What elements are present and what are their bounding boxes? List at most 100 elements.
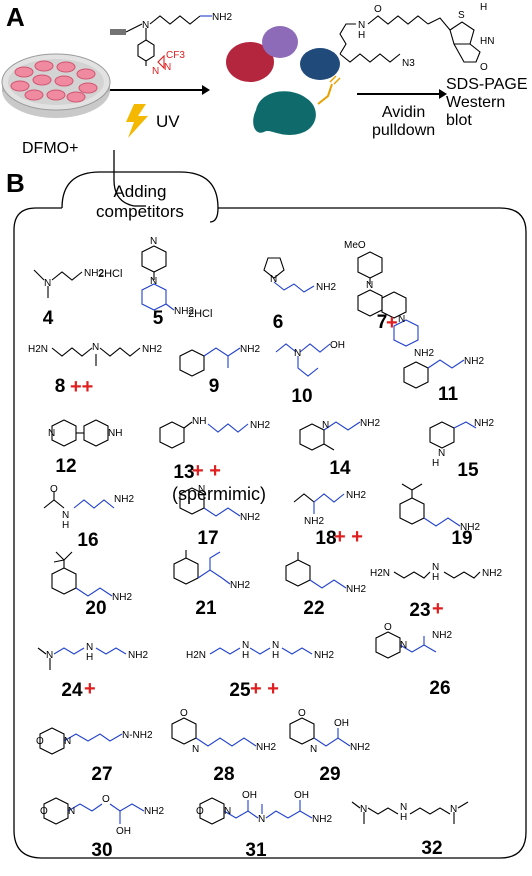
svg-text:N: N	[400, 640, 407, 651]
compound-16-number: 16	[77, 530, 99, 551]
svg-text:NH2: NH2	[460, 522, 480, 533]
svg-text:N: N	[150, 236, 157, 247]
svg-text:N: N	[62, 510, 69, 521]
compound-15-number: 15	[457, 460, 479, 481]
compound-13-number: 13	[173, 462, 195, 483]
svg-text:O: O	[40, 806, 48, 817]
molecule-28: O N NH2	[171, 708, 276, 755]
compound-4-number: 4	[42, 308, 54, 329]
svg-text:NH2: NH2	[128, 650, 148, 661]
svg-text:NH2: NH2	[250, 420, 270, 431]
molecule-21: NH2	[173, 550, 250, 591]
svg-text:MeO: MeO	[344, 240, 366, 251]
svg-text:NH2: NH2	[346, 490, 366, 501]
petri-dish-illustration	[1, 53, 111, 118]
svg-text:O: O	[384, 622, 392, 633]
svg-text:NH2: NH2	[174, 306, 194, 317]
svg-text:N: N	[64, 736, 71, 747]
svg-text:NH2: NH2	[314, 650, 334, 661]
svg-text:NH2: NH2	[112, 592, 132, 603]
svg-text:N: N	[398, 314, 405, 325]
svg-text:N: N	[192, 744, 199, 755]
molecule-18: NH2 NH2	[293, 490, 366, 527]
molecule-5: N N NH2	[141, 236, 194, 317]
svg-text:H2N: H2N	[28, 344, 48, 355]
svg-text:NH2: NH2	[304, 516, 324, 527]
dfmo-label: DFMO+	[22, 140, 79, 157]
svg-text:NH2: NH2	[474, 418, 494, 429]
svg-text:N: N	[48, 428, 55, 439]
svg-text:NH2: NH2	[350, 742, 370, 753]
svg-text:N: N	[294, 348, 301, 359]
svg-text:H: H	[86, 652, 93, 663]
photoaffinity-probe-structure: N NH2 CF3 N N	[110, 12, 232, 77]
molecule-16: O N H NH2	[43, 484, 134, 531]
svg-text:NH2: NH2	[360, 418, 380, 429]
probe-diazirine-n1: N	[164, 62, 171, 73]
svg-text:OH: OH	[334, 718, 349, 729]
svg-text:N: N	[86, 642, 93, 653]
molecule-31: O N OH N OH NH2	[196, 790, 332, 825]
compound-18-number: 18	[315, 528, 337, 549]
molecule-30: O N O OH NH2	[40, 794, 164, 837]
compound-24-number: 24	[61, 680, 83, 701]
svg-text:N: N	[46, 650, 53, 661]
svg-text:NH2: NH2	[142, 344, 162, 355]
arrow-to-proteins	[110, 85, 210, 95]
molecule-29: O N OH NH2	[289, 708, 370, 755]
compound-7-marks: +	[386, 312, 398, 334]
molecule-10: N OH	[275, 340, 345, 377]
compound-17-number: 17	[197, 528, 219, 549]
molecule-19: NH2	[399, 483, 480, 533]
avidin-label: Avidin	[381, 104, 426, 121]
svg-text:H2N: H2N	[186, 650, 206, 661]
svg-text:O: O	[50, 484, 58, 495]
compound-20-number: 20	[85, 598, 107, 619]
svg-text:NH2: NH2	[482, 568, 502, 579]
svg-text:H2N: H2N	[370, 568, 390, 579]
svg-text:H: H	[62, 520, 69, 531]
molecule-23: H2N N H NH2	[370, 562, 502, 583]
biotin-hn: HN	[480, 36, 494, 47]
molecule-24: N N H NH2	[37, 642, 148, 670]
compound-13-marks: + +	[192, 460, 221, 482]
compound-6-number: 6	[272, 312, 284, 333]
compound-28-number: 28	[213, 764, 235, 785]
svg-text:NH2: NH2	[114, 494, 134, 505]
compound-5-number: 5	[152, 308, 164, 329]
svg-text:N: N	[322, 420, 329, 431]
compound-25-marks: + +	[250, 678, 279, 700]
svg-text:N: N	[242, 640, 249, 651]
protein-blobs-illustration	[226, 26, 341, 135]
svg-text:N: N	[68, 806, 75, 817]
svg-text:NH2: NH2	[84, 268, 104, 279]
svg-text:N: N	[432, 562, 439, 573]
compound-19-number: 19	[451, 528, 473, 549]
molecule-9: NH2	[179, 344, 260, 377]
svg-text:N: N	[438, 448, 445, 459]
compound-31-number: 31	[245, 840, 267, 861]
svg-text:OH: OH	[330, 340, 345, 351]
svg-text:N: N	[198, 484, 205, 495]
molecule-15: NH2 N H	[429, 418, 494, 469]
svg-text:NH: NH	[192, 416, 206, 427]
compound-23-marks: +	[432, 598, 444, 620]
biotin-carbonyl-o: O	[374, 4, 382, 15]
biotin-s: S	[458, 10, 465, 21]
molecule-11: NH2	[403, 356, 484, 389]
pulldown-label: pulldown	[372, 122, 436, 139]
avidin-pulldown-label: Avidin pulldown	[372, 104, 435, 140]
callout-line2: competitors	[96, 202, 184, 221]
svg-text:NH2: NH2	[144, 806, 164, 817]
molecule-22: NH2	[285, 552, 366, 595]
uv-label: UV	[156, 112, 180, 131]
svg-text:OH: OH	[242, 790, 257, 801]
probe-cf3: CF3	[166, 50, 185, 61]
biotin-amide-h: H	[358, 30, 365, 41]
svg-text:H: H	[242, 650, 249, 661]
svg-text:O: O	[180, 708, 188, 719]
svg-text:N-NH2: N-NH2	[122, 730, 153, 741]
svg-text:O: O	[36, 736, 44, 747]
molecule-17: N NH2	[179, 484, 260, 523]
biotin-urea-o: O	[480, 62, 488, 73]
